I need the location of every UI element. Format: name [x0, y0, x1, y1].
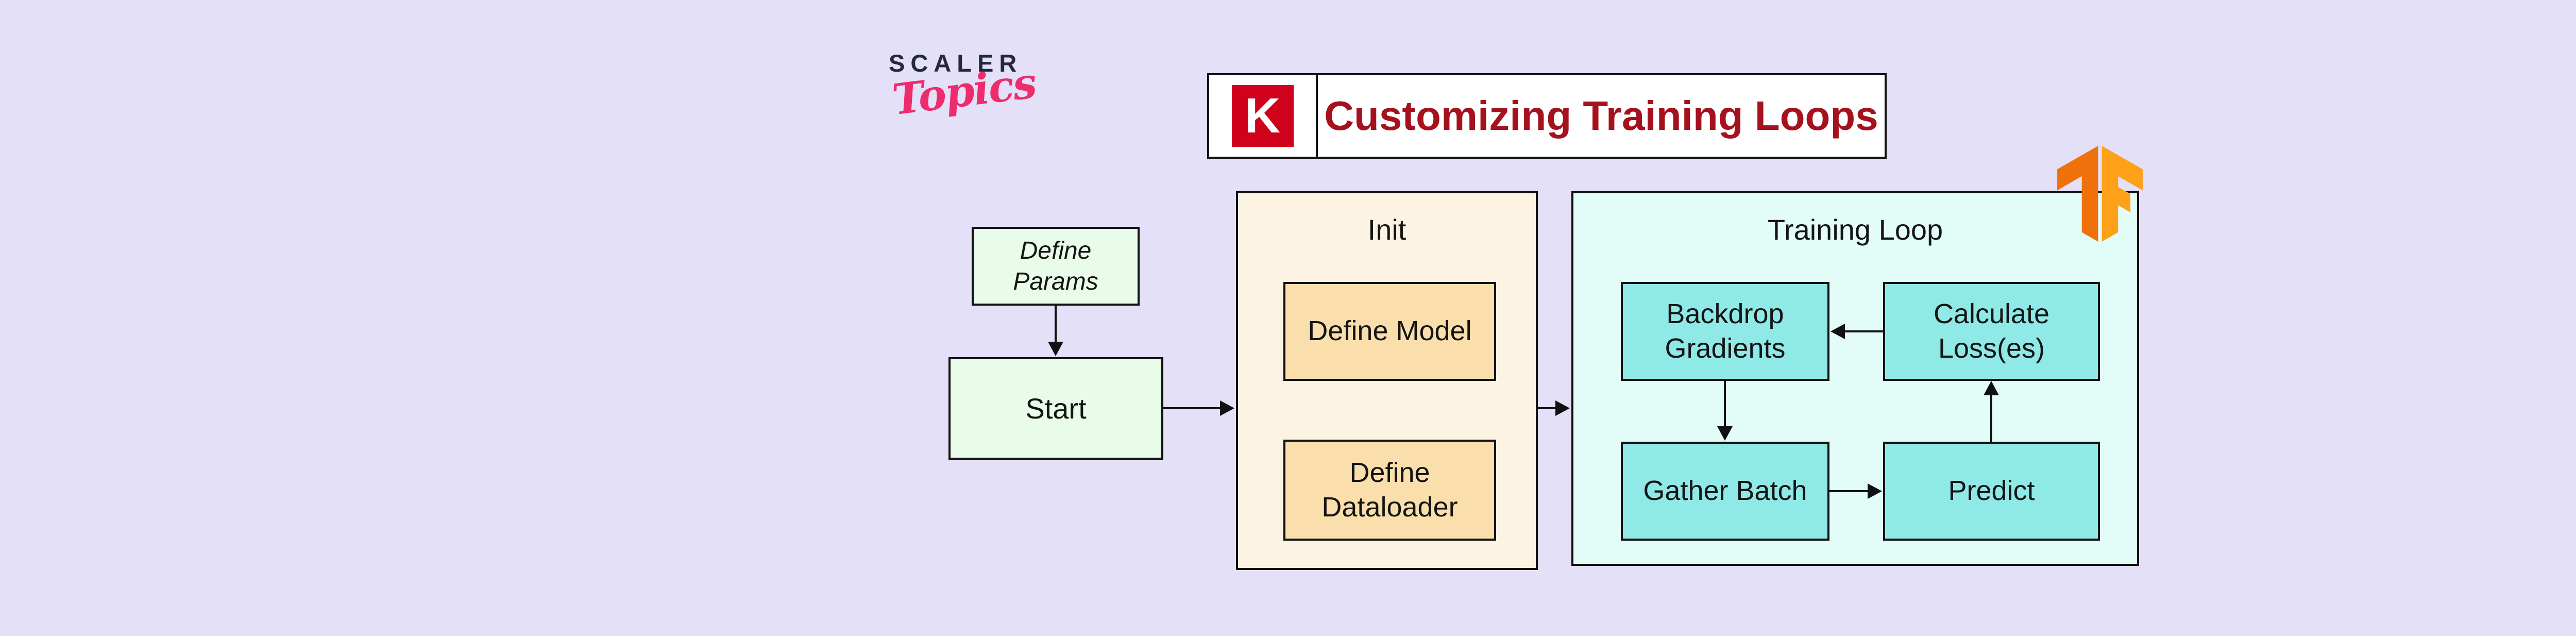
scaler-topics-logo: SCALER Topics	[889, 49, 1039, 157]
node-gather-batch: Gather Batch	[1621, 442, 1829, 541]
node-backdrop-gradients: Backdrop Gradients	[1621, 282, 1829, 381]
node-calculate-losses: Calculate Loss(es)	[1883, 282, 2100, 381]
scaler-wordmark: SCALER	[889, 49, 1023, 77]
node-define-params: Define Params	[972, 227, 1140, 306]
node-start: Start	[948, 357, 1163, 460]
tensorflow-logo-icon	[2057, 146, 2143, 242]
banner-title-area: Customizing Training Loops	[1318, 75, 1885, 157]
page-title: Customizing Training Loops	[1324, 93, 1878, 139]
keras-logo-icon: K	[1231, 85, 1294, 147]
init-group-title: Init	[1367, 213, 1406, 246]
title-banner: K Customizing Training Loops	[1207, 73, 1887, 159]
node-predict: Predict	[1883, 442, 2100, 541]
keras-letter: K	[1244, 88, 1281, 143]
node-define-model: Define Model	[1283, 282, 1496, 381]
training-loop-group-title: Training Loop	[1767, 213, 1943, 246]
banner-keras-section: K	[1209, 75, 1318, 157]
node-define-dataloader: Define Dataloader	[1283, 440, 1496, 541]
